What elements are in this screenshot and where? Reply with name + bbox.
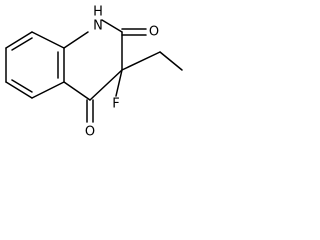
- bond-c3-c4: [89, 69, 123, 101]
- bond-c4-c4a: [63, 81, 91, 101]
- structure-diagram: N H O F O: [0, 0, 210, 147]
- bond-c6-c5: [5, 81, 33, 99]
- atom-label-h: H: [93, 5, 103, 20]
- molecule-svg: N H O F O: [5, 5, 183, 140]
- bond-c5-c4a: [31, 81, 65, 99]
- carbonyl-bonds: [86, 28, 147, 123]
- atom-label-n: N: [93, 19, 103, 34]
- bond-c8a-n1: [63, 31, 89, 49]
- bond-c6-c5-inner: [11, 79, 33, 93]
- bond-n1-c2: [101, 19, 123, 33]
- substituents: [115, 51, 183, 97]
- benzene-ring: [5, 31, 65, 99]
- atom-label-o-ketone: O: [85, 125, 95, 140]
- atom-label-f: F: [112, 97, 119, 112]
- bond-c8a-c8: [31, 31, 65, 49]
- atom-labels: N H O F O: [85, 5, 159, 140]
- bond-c8-c7-inner: [11, 37, 33, 51]
- bond-c8-c7: [5, 31, 33, 49]
- bond-c3-ethyl: [121, 51, 161, 71]
- bond-c3-f: [115, 69, 123, 97]
- atom-label-o-amide: O: [149, 25, 159, 40]
- bond-ethyl: [159, 51, 183, 71]
- lactam-ring: [63, 19, 123, 101]
